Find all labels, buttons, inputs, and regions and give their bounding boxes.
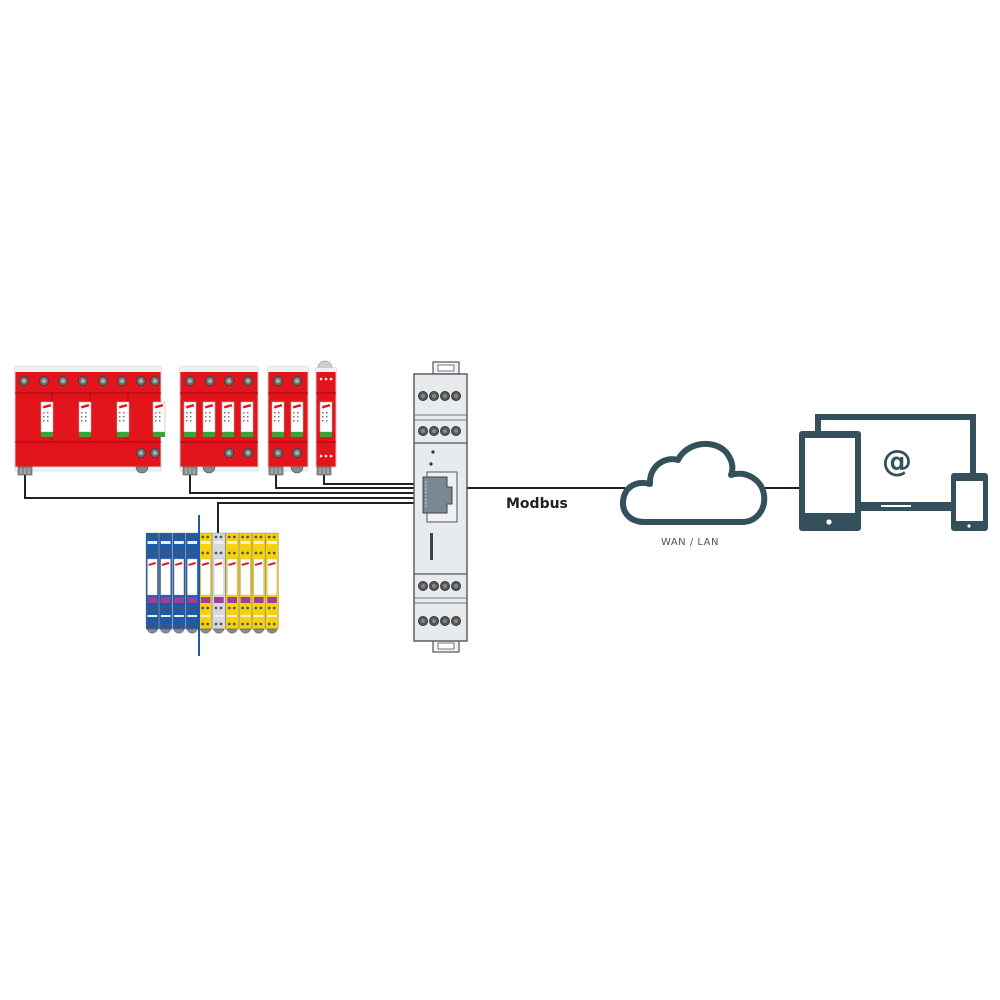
spd-module xyxy=(183,401,197,438)
terminal-blue xyxy=(159,532,173,634)
spd-module xyxy=(290,401,304,438)
network-label: WAN / LAN xyxy=(661,537,719,548)
terminal-yellow xyxy=(238,532,253,634)
terminal-gray xyxy=(212,532,226,634)
spd-module xyxy=(221,401,235,438)
terminal-blue xyxy=(185,532,199,634)
spd-4module[interactable] xyxy=(179,366,259,476)
status-led xyxy=(429,462,433,466)
wire-signal-protection xyxy=(217,502,414,540)
terminal-yellow xyxy=(265,532,279,634)
spd-4pole[interactable] xyxy=(14,366,166,476)
terminal-blue xyxy=(145,532,159,634)
terminal-blue xyxy=(172,532,186,634)
spd-module xyxy=(40,401,54,438)
wire-spd-2module xyxy=(275,472,414,489)
signal-protection[interactable] xyxy=(145,532,279,634)
at-symbol: @ xyxy=(882,444,912,479)
devices[interactable]: @ xyxy=(799,414,988,531)
terminal-yellow xyxy=(198,532,213,634)
rj45-port[interactable] xyxy=(422,471,458,523)
wire-spd-4module xyxy=(189,472,414,494)
modbus-label: Modbus xyxy=(506,496,568,512)
spd-module xyxy=(271,401,285,438)
spd-module xyxy=(78,401,92,438)
cloud-icon xyxy=(620,440,768,525)
wire-spd-4pole xyxy=(24,472,414,499)
wire-spd-1module xyxy=(323,472,414,485)
status-led xyxy=(431,450,435,454)
spd-module xyxy=(240,401,254,438)
card-slot xyxy=(430,533,433,560)
wires xyxy=(24,472,800,540)
spd-1module[interactable] xyxy=(315,360,337,476)
smartphone-icon xyxy=(951,473,988,531)
spd-module xyxy=(116,401,130,438)
terminal-yellow xyxy=(225,532,239,634)
tablet-icon xyxy=(799,431,861,531)
spd-2module[interactable] xyxy=(267,366,309,476)
modbus-gateway[interactable] xyxy=(413,361,468,653)
terminal-yellow xyxy=(252,532,266,634)
spd-module xyxy=(152,401,166,438)
spd-module xyxy=(202,401,216,438)
spd-module xyxy=(319,401,333,438)
